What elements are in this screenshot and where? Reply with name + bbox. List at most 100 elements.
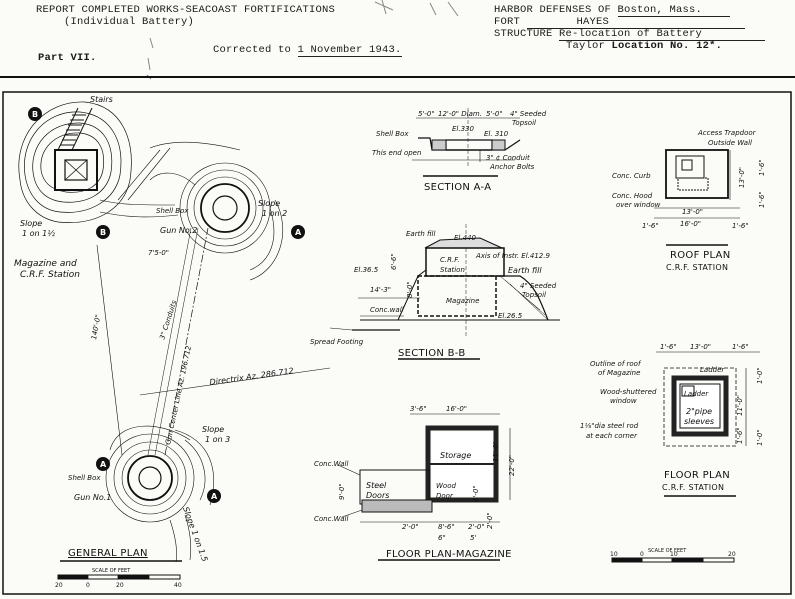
report-title: REPORT COMPLETED WORKS-SEACOAST FORTIFIC… <box>36 4 336 16</box>
svg-text:Conc.wall: Conc.wall <box>370 306 404 314</box>
crf-station-square <box>54 149 98 191</box>
marker-a-top: A <box>291 225 305 239</box>
svg-text:B: B <box>32 110 38 119</box>
svg-text:0: 0 <box>640 551 644 558</box>
drawing-border <box>2 91 792 595</box>
svg-text:0: 0 <box>86 582 90 589</box>
svg-text:1'-6": 1'-6" <box>732 222 749 230</box>
label-slope-2b: 1 on 2 <box>262 209 287 218</box>
svg-text:A: A <box>295 228 302 237</box>
harbor-value: Boston, Mass. <box>617 5 730 17</box>
svg-text:2"pipe: 2"pipe <box>686 407 712 416</box>
crf-scale-label: SCALE OF FEET <box>648 548 687 554</box>
svg-text:sleeves: sleeves <box>684 417 714 426</box>
svg-text:Wood: Wood <box>436 482 456 490</box>
label-slope-1: Slope <box>20 219 42 228</box>
label-gun-no1: Gun No.1 <box>74 493 111 502</box>
svg-text:13'-0": 13'-0" <box>738 167 746 188</box>
label-slope-3: Slope <box>202 425 224 434</box>
svg-text:Steel: Steel <box>366 481 387 490</box>
marker-a-right: A <box>207 489 221 503</box>
floor-plan-crf-subtitle: C.R.F. STATION <box>662 483 724 492</box>
directrix-line <box>139 367 331 396</box>
svg-text:El.36.5: El.36.5 <box>354 266 379 274</box>
floor-plan-magazine-labels: 3'-6" 16'-0" 11'-0" 22'-0" Storage Conc.… <box>314 405 516 560</box>
svg-text:C.R.F.: C.R.F. <box>440 256 460 264</box>
svg-text:16'-0": 16'-0" <box>680 220 701 228</box>
svg-text:Access Trapdoor: Access Trapdoor <box>697 129 757 137</box>
corrected-line: Corrected to 1 November 1943. <box>213 44 402 57</box>
floor-plan-magazine-title: FLOOR PLAN-MAGAZINE <box>386 549 512 560</box>
section-markers: B B A A A <box>28 107 305 503</box>
label-slope-2: Slope <box>258 199 280 208</box>
roof-plan-subtitle: C.R.F. STATION <box>666 263 728 272</box>
floor-plan-crf <box>611 351 760 563</box>
part-label: Part VII. <box>38 52 97 64</box>
label-stairs: Stairs <box>90 95 113 104</box>
label-gun-center-line: Gun Center Line Az. 196.712 <box>164 344 193 445</box>
general-scale-label: SCALE OF FEET <box>92 568 131 574</box>
svg-text:Wood-shuttered: Wood-shuttered <box>600 388 657 396</box>
corrected-date: 1 November 1943. <box>297 44 402 57</box>
floor-plan-crf-labels: 1'-6" 13'-0" 1'-6" Outline of roof of Ma… <box>580 343 764 558</box>
roof-plan-labels: Access Trapdoor Outside Wall Conc. Curb … <box>612 129 766 272</box>
fort-line: FORT HAYES <box>494 16 745 29</box>
svg-text:This end open: This end open <box>372 149 421 157</box>
svg-text:10: 10 <box>670 551 678 558</box>
svg-text:2'-0": 2'-0" <box>486 512 494 529</box>
svg-text:1⅛"dia steel rod: 1⅛"dia steel rod <box>580 422 639 430</box>
section-aa <box>412 108 521 177</box>
svg-text:8'-6": 8'-6" <box>438 523 455 531</box>
svg-text:11'-0": 11'-0" <box>492 441 500 462</box>
svg-text:1'-6": 1'-6" <box>736 427 744 444</box>
svg-text:5'-0": 5'-0" <box>486 110 503 118</box>
svg-text:1'-6": 1'-6" <box>732 343 749 351</box>
svg-text:Axis of Instr. El.412.9: Axis of Instr. El.412.9 <box>475 252 550 260</box>
svg-text:1'-0": 1'-0" <box>756 429 764 446</box>
svg-text:Storage: Storage <box>440 451 471 460</box>
svg-text:A: A <box>100 460 107 469</box>
svg-text:Conc. Hood: Conc. Hood <box>612 192 653 200</box>
svg-text:Outside Wall: Outside Wall <box>708 139 752 147</box>
section-aa-title: SECTION A-A <box>424 182 491 193</box>
svg-text:20: 20 <box>728 551 736 558</box>
svg-text:2'-0": 2'-0" <box>402 523 419 531</box>
crf-scale-bar <box>611 557 735 563</box>
section-bb-labels: Earth fill El.440 Axis of Instr. El.412.… <box>310 230 557 359</box>
fort-value: HAYES <box>526 17 745 29</box>
svg-text:6'-6": 6'-6" <box>390 253 398 270</box>
label-crf-station: C.R.F. Station <box>20 270 80 280</box>
svg-text:4" Seeded: 4" Seeded <box>520 282 557 290</box>
svg-text:Ladder: Ladder <box>684 390 709 398</box>
fort-label: FORT <box>494 16 521 28</box>
general-plan-labels: Stairs Slope 1 on 1½ Shell Box Gun No.2 … <box>14 95 294 589</box>
svg-text:22'-0": 22'-0" <box>508 455 516 476</box>
gun-no1-emplacement <box>105 425 214 563</box>
label-gun-no2: Gun No.2 <box>160 226 197 235</box>
svg-text:at each corner: at each corner <box>586 432 638 440</box>
svg-text:B: B <box>100 228 106 237</box>
marker-b-mid: B <box>96 225 110 239</box>
svg-text:2'-0": 2'-0" <box>468 523 485 531</box>
roof-plan-title: ROOF PLAN <box>670 250 730 261</box>
label-slope-15: Slope 1 on 1.5 <box>181 506 209 563</box>
svg-text:Earth fill: Earth fill <box>406 230 435 238</box>
general-scale-bar <box>57 574 181 580</box>
svg-text:Magazine: Magazine <box>446 297 479 305</box>
section-bb <box>329 224 560 360</box>
svg-text:12'-0" Diam.: 12'-0" Diam. <box>438 110 482 118</box>
label-dist-140: 140'-0" <box>90 314 102 340</box>
label-shell-box-2: Shell Box <box>156 207 189 215</box>
svg-text:9'-0": 9'-0" <box>338 483 346 500</box>
svg-text:Doors: Doors <box>366 491 389 500</box>
svg-text:Topsoil: Topsoil <box>512 119 536 127</box>
svg-text:1'-6": 1'-6" <box>758 159 766 176</box>
label-slope-1b: 1 on 1½ <box>22 229 55 238</box>
svg-text:Topsoil: Topsoil <box>522 291 546 299</box>
battery-name: Taylor <box>566 40 606 52</box>
general-plan <box>18 101 331 580</box>
svg-text:of Magazine: of Magazine <box>598 369 640 377</box>
svg-text:1'-6": 1'-6" <box>660 343 677 351</box>
svg-text:Spread Footing: Spread Footing <box>310 338 364 346</box>
